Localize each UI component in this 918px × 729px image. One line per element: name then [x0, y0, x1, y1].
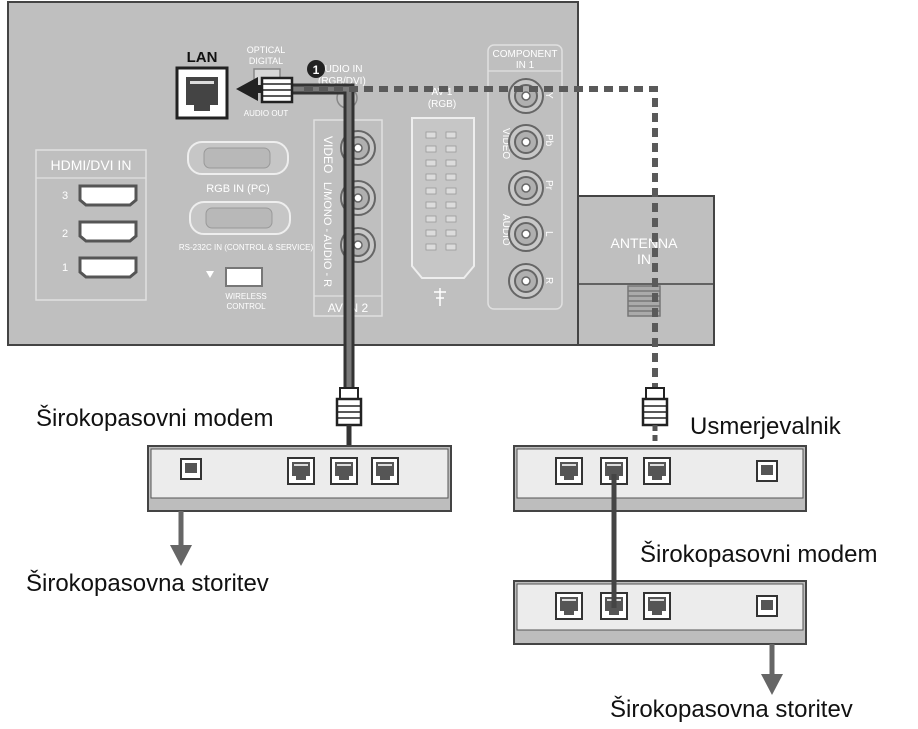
- modem-left: [147, 445, 452, 512]
- dashed-cable: [304, 86, 658, 388]
- modem-left-port: [330, 457, 358, 485]
- wireless-label: WIRELESS: [225, 292, 266, 301]
- control-label: CONTROL: [226, 302, 266, 311]
- modem-left-port: [371, 457, 399, 485]
- arrow-to-lan: [236, 77, 258, 101]
- modem-left-label: Širokopasovni modem: [36, 405, 274, 432]
- step-badge: 1: [307, 60, 325, 78]
- modem-left-port: [287, 457, 315, 485]
- lan-plug: [260, 76, 294, 104]
- av2-audio-label: L/MONO - AUDIO - R: [321, 182, 333, 287]
- router-label: Usmerjevalnik: [690, 413, 841, 440]
- digital-label: DIGITAL: [249, 56, 283, 66]
- ground-symbol: [434, 288, 446, 306]
- hdmi-block: [35, 149, 147, 301]
- router-device: [513, 445, 807, 512]
- router-port: [555, 457, 583, 485]
- hdmi-port: [78, 184, 138, 207]
- component-pr-label: Pr: [543, 180, 554, 191]
- component-pb-jack: [508, 124, 544, 160]
- rs232-label: RS-232C IN (CONTROL & SERVICE): [179, 243, 314, 252]
- hdmi-port: [78, 256, 138, 279]
- rgb-in-label: RGB IN (PC): [206, 183, 270, 195]
- component-video-label: VIDEO: [500, 128, 511, 159]
- plug-modem-left: [335, 387, 363, 452]
- modem-right-port: [643, 592, 671, 620]
- audio-in-label: AUDIO IN: [318, 64, 362, 75]
- component-label: COMPONENT: [493, 49, 558, 60]
- modem-right-label: Širokopasovni modem: [640, 541, 878, 568]
- hdmi-port-number: 2: [62, 228, 68, 240]
- scart-port: [411, 117, 475, 279]
- service-left-label: Širokopasovna storitev: [26, 570, 269, 597]
- component-y-jack: [508, 78, 544, 114]
- component-y-label: Y: [543, 92, 554, 99]
- router-port: [643, 457, 671, 485]
- tv-back-panel: [7, 1, 579, 346]
- wireless-port: [225, 267, 263, 287]
- step-number: 1: [313, 63, 320, 77]
- scart-pins: [425, 131, 457, 251]
- lan-label: LAN: [187, 49, 218, 66]
- modem-right-port: [555, 592, 583, 620]
- component-l-jack: [508, 216, 544, 252]
- audio-in-sub-label: (RGB/DVI): [318, 76, 366, 87]
- component-r-jack: [508, 263, 544, 299]
- antenna-sub-label: IN: [637, 251, 651, 267]
- hdmi-title: HDMI/DVI IN: [51, 157, 132, 173]
- hdmi-port: [78, 220, 138, 243]
- component-pb-label: Pb: [543, 134, 554, 147]
- hdmi-port-number: 3: [62, 190, 68, 202]
- optical-label: OPTICAL: [247, 45, 286, 55]
- av2-video-label: VIDEO: [321, 136, 335, 173]
- antenna-panel: [577, 195, 715, 346]
- component-l-label: L: [543, 231, 554, 237]
- antenna-label: ANTENNA: [611, 235, 679, 251]
- arrow-service-right: [761, 674, 783, 695]
- av1-label: AV 1: [432, 87, 453, 98]
- service-right-label: Širokopasovna storitev: [610, 696, 853, 723]
- arrow-service-left: [170, 545, 192, 566]
- hdmi-port-number: 1: [62, 262, 68, 274]
- audio-out-label: AUDIO OUT: [244, 109, 289, 118]
- av1-sub-label: (RGB): [428, 99, 456, 110]
- component-r-label: R: [543, 277, 554, 284]
- component-block: [487, 44, 563, 310]
- plug-router: [641, 387, 669, 452]
- component-sub-label: IN 1: [516, 60, 535, 71]
- component-pr-jack: [508, 170, 544, 206]
- component-audio-label: AUDIO: [500, 214, 511, 246]
- modem-right: [513, 580, 807, 645]
